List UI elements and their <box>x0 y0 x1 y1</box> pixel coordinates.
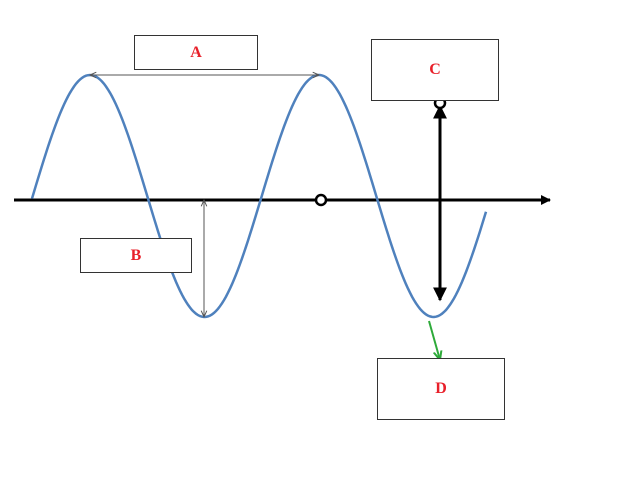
axis-point-circle <box>314 193 328 207</box>
label-c-text: C <box>429 61 441 78</box>
label-b-text: B <box>130 246 142 264</box>
label-box-a: A <box>134 35 258 70</box>
label-box-c: C <box>371 39 499 101</box>
label-a-text: A <box>190 43 202 61</box>
label-d-text: D <box>435 380 447 397</box>
trough-pointer-arrow <box>428 320 440 360</box>
sine-wave <box>30 73 488 319</box>
label-box-b: B <box>80 238 192 273</box>
label-box-d: D <box>377 358 505 420</box>
